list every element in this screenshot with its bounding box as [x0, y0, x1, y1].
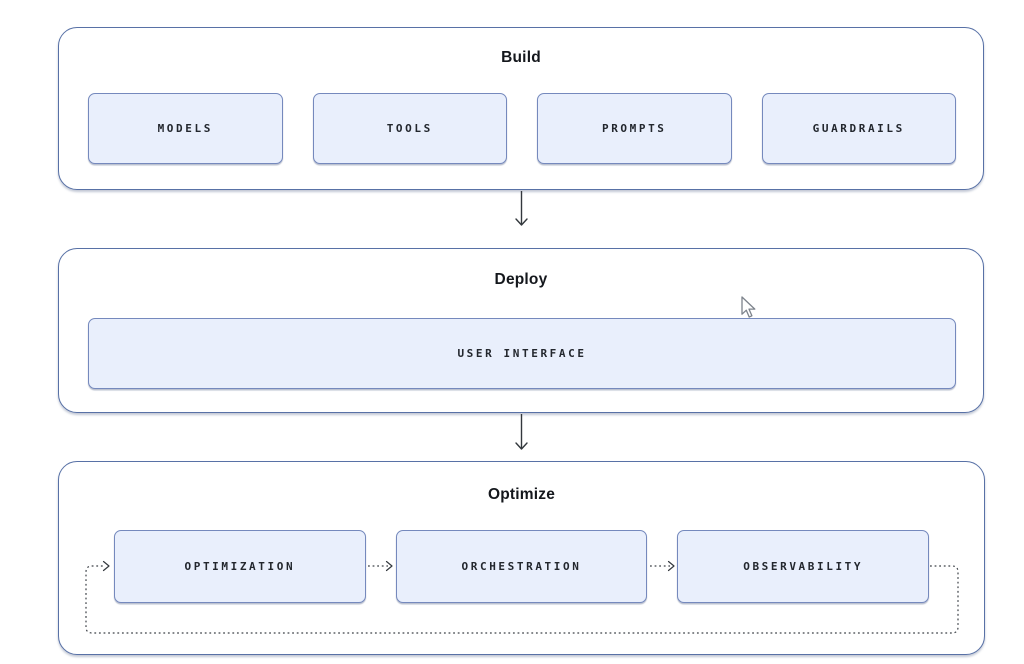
node-observability: OBSERVABILITY: [677, 530, 930, 603]
node-models: MODELS: [88, 93, 283, 164]
section-build: Build MODELS TOOLS PROMPTS GUARDRAILS: [58, 27, 984, 190]
node-optimization: OPTIMIZATION: [114, 530, 366, 603]
section-title-build: Build: [501, 49, 541, 66]
optimize-node-row: OPTIMIZATION ORCHESTRATION OBSERVABILITY: [114, 530, 930, 603]
section-title-optimize: Optimize: [487, 486, 556, 503]
node-user-interface: USER INTERFACE: [88, 318, 956, 389]
node-orchestration: ORCHESTRATION: [395, 530, 648, 603]
deploy-node-row: USER INTERFACE: [88, 318, 956, 389]
arrow-build-to-deploy-icon: [515, 191, 528, 226]
section-deploy: Deploy USER INTERFACE: [58, 248, 984, 413]
section-optimize: Optimize OPTIMIZATION ORCHESTRATION OBSE…: [58, 461, 985, 655]
build-node-row: MODELS TOOLS PROMPTS GUARDRAILS: [88, 93, 956, 164]
section-title-deploy: Deploy: [494, 271, 548, 288]
node-guardrails: GUARDRAILS: [761, 93, 956, 164]
arrow-deploy-to-optimize-icon: [515, 414, 528, 450]
node-prompts: PROMPTS: [537, 93, 732, 164]
node-tools: TOOLS: [312, 93, 507, 164]
